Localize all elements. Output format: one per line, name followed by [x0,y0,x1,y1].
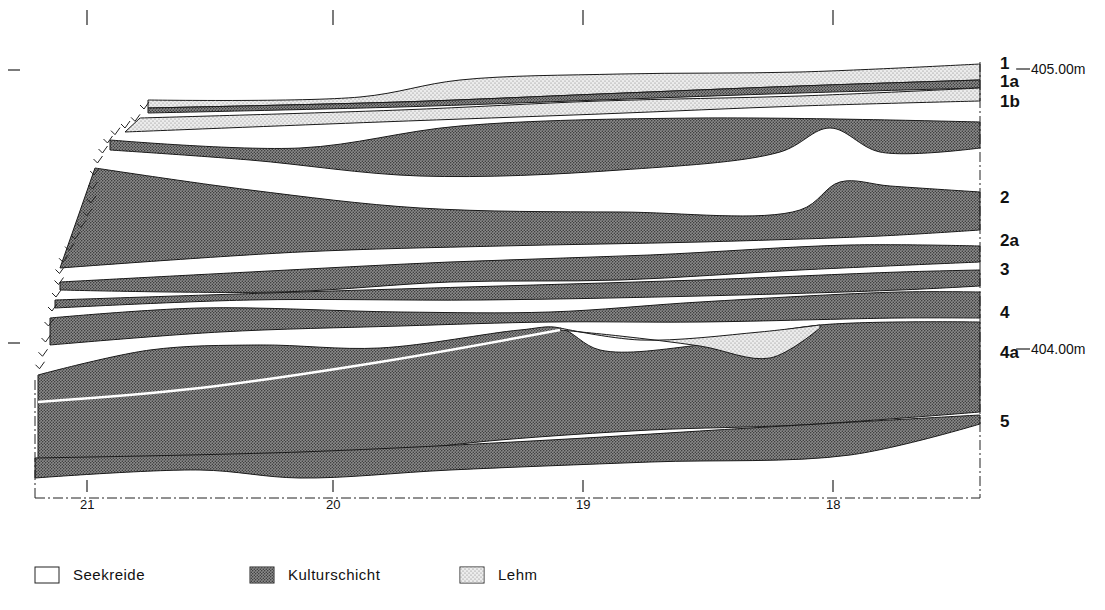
layer-number: 1b [1000,93,1020,110]
elevation-label: 404.00m [1031,342,1085,356]
legend-swatch [460,567,484,583]
layer-band [110,118,980,177]
seam-line [38,330,560,402]
layer-number: 4 [1000,304,1009,321]
layer-band [560,325,820,359]
legend-texture [251,568,274,583]
layer-number: 5 [1000,413,1009,430]
grid-number: 19 [576,498,590,511]
legend-swatch [35,567,59,583]
legend-label: Lehm [498,567,538,582]
layer-number: 1a [1000,73,1019,90]
layer-number: 2 [1000,189,1009,206]
layer-number: 2a [1000,232,1019,249]
legend-texture [461,568,484,583]
legend-label: Kulturschicht [288,567,380,582]
layer-band [35,415,980,478]
section-frame [35,62,980,498]
legend [35,567,484,583]
soil-bands [35,64,980,478]
layer-number: 1 [1000,55,1009,72]
layer-number: 3 [1000,261,1009,278]
grid-number: 20 [326,498,340,511]
legend-swatch [250,567,274,583]
legend-label: Seekreide [73,567,145,582]
cut-edge [36,102,150,369]
grid-number: 21 [80,498,94,511]
layer-number: 4a [1000,344,1019,361]
elevation-label: 405.00m [1031,62,1085,76]
grid-number: 18 [826,498,840,511]
axis-ticks [8,10,1030,492]
